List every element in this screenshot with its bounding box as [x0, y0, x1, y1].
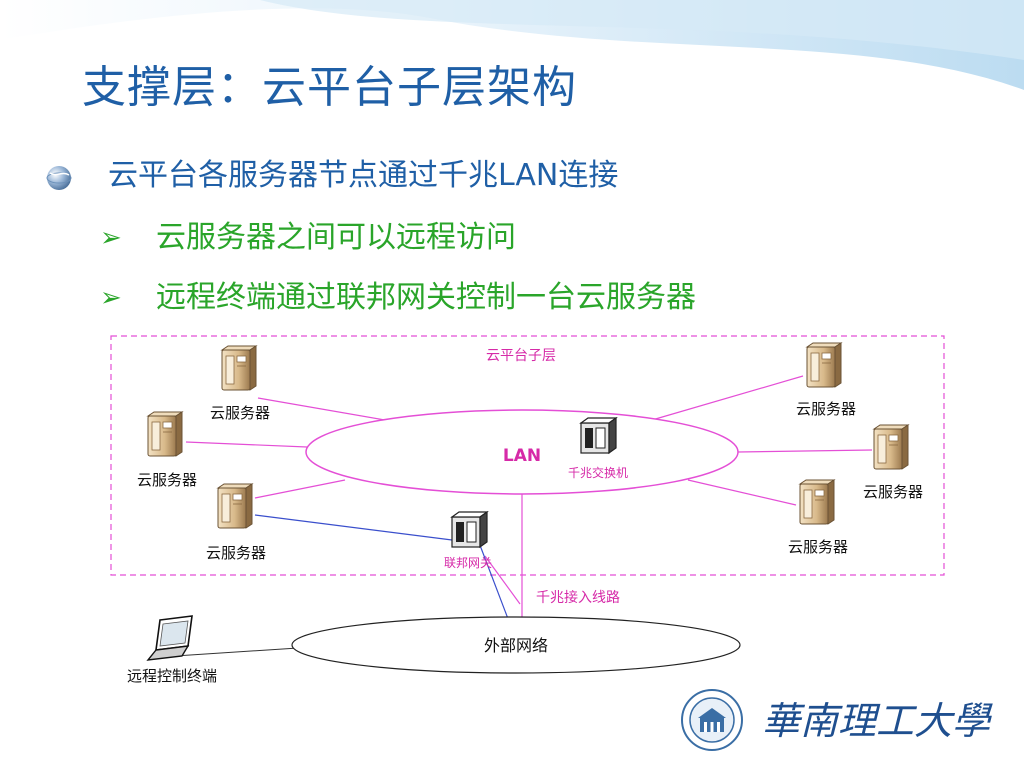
- network-switch-icon: [580, 417, 617, 454]
- laptop-icon: [146, 615, 193, 661]
- switch-label: 千兆交换机: [568, 465, 628, 480]
- server-tower-icon: [217, 483, 253, 529]
- university-name: 華南理工大學: [762, 699, 993, 743]
- gateway-label: 联邦网关: [444, 556, 492, 570]
- server-label-3: 云服务器: [206, 544, 266, 562]
- arrow-bullet-icon: ➢: [100, 283, 122, 313]
- server-tower-icon: [147, 411, 183, 457]
- globe-bullet-icon: [46, 166, 72, 190]
- lan-ellipse: [305, 409, 739, 495]
- page-title: 支撑层：云平台子层架构: [82, 62, 577, 113]
- university-name-logo: 華南理工大學: [762, 699, 993, 743]
- university-seal-icon: [681, 689, 743, 751]
- server-label-5: 云服务器: [863, 483, 923, 501]
- server-label-1: 云服务器: [210, 404, 270, 422]
- arrow-bullet-icon: ➢: [100, 223, 122, 253]
- gateway-links: [254, 514, 511, 625]
- server-tower-icon: [873, 424, 909, 470]
- server-tower-icon: [221, 345, 257, 391]
- remote-link: [174, 647, 299, 657]
- server-tower-icon: [799, 479, 835, 525]
- server-tower-icon: [806, 342, 842, 388]
- sub-bullet-2: 远程终端通过联邦网关控制一台云服务器: [156, 280, 696, 315]
- background-wave: [0, 0, 1024, 90]
- uplink-label: 千兆接入线路: [536, 589, 620, 606]
- sub-bullet-1: 云服务器之间可以远程访问: [156, 220, 516, 255]
- server-label-2: 云服务器: [137, 471, 197, 489]
- main-bullet-text: 云平台各服务器节点通过千兆LAN连接: [108, 158, 619, 193]
- gateway-icon: [451, 511, 488, 548]
- server-label-6: 云服务器: [788, 538, 848, 556]
- subnet-boundary: [110, 335, 945, 576]
- remote-terminal-label: 远程控制终端: [127, 667, 217, 685]
- subnet-label: 云平台子层: [486, 348, 556, 364]
- server-label-4: 云服务器: [796, 400, 856, 418]
- lan-label: LAN: [503, 446, 541, 466]
- lan-links: [185, 375, 873, 630]
- external-network-ellipse: [291, 616, 741, 674]
- external-label: 外部网络: [484, 636, 548, 655]
